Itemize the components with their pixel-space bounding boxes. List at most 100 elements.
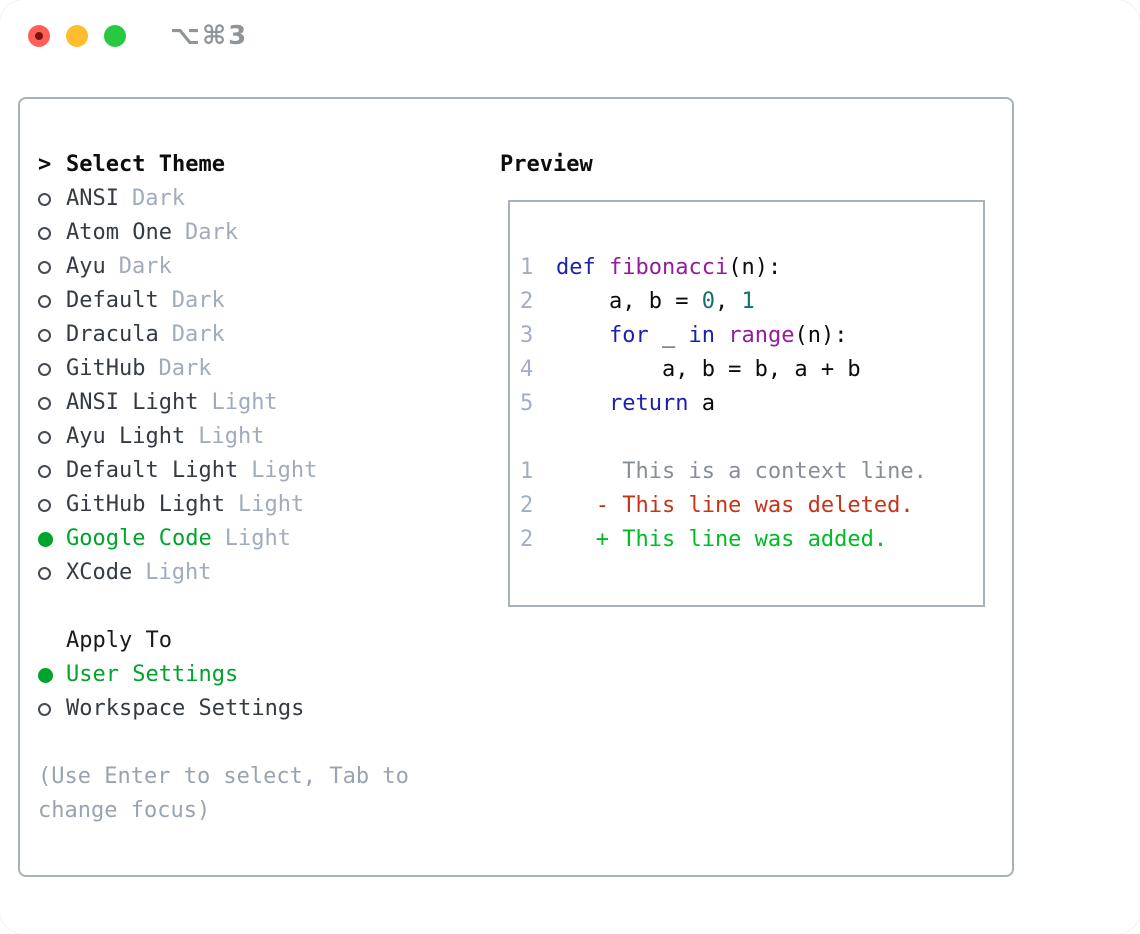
prompt-icon: > xyxy=(38,152,52,177)
code-line: 3 for _ in range(n): xyxy=(520,319,983,353)
theme-item-dracula[interactable]: Dracula Dark xyxy=(38,318,500,352)
radio-dot xyxy=(38,226,51,240)
item-variant: Dark xyxy=(184,220,238,245)
line-number: 4 xyxy=(520,357,534,382)
token-fn: range xyxy=(728,323,795,348)
token-pl: , xyxy=(714,289,742,314)
close-button[interactable] xyxy=(28,25,50,47)
item-label: Dracula xyxy=(66,322,159,347)
token-pl xyxy=(596,255,609,280)
diff-line-context: 1 This is a context line. xyxy=(520,455,983,489)
radio-dot xyxy=(38,294,51,308)
radio-dot xyxy=(38,192,51,206)
line-number: 3 xyxy=(520,323,534,348)
preview-title: Preview xyxy=(500,152,593,177)
radio-dot xyxy=(38,702,51,716)
code-line: 4 a, b = b, a + b xyxy=(520,353,983,387)
radio-unselected-icon xyxy=(38,260,66,274)
radio-dot xyxy=(38,260,51,274)
token-pl: _ xyxy=(648,323,689,348)
theme-item-github-light[interactable]: GitHub Light Light xyxy=(38,488,500,522)
token-ctx: This is a context line. xyxy=(556,459,927,484)
code-line: 5 return a xyxy=(520,387,983,421)
radio-dot xyxy=(38,396,51,410)
titlebar: ⌥⌘3 xyxy=(0,0,1140,97)
zoom-button[interactable] xyxy=(104,25,126,47)
diff-line-deleted: 2 - This line was deleted. xyxy=(520,489,983,523)
token-kw: def xyxy=(556,255,596,280)
radio-unselected-icon xyxy=(38,362,66,376)
theme-item-ansi-light[interactable]: ANSI Light Light xyxy=(38,386,500,420)
select-theme-header: > Select Theme xyxy=(38,148,500,182)
token-pl: a xyxy=(688,391,715,416)
item-label: GitHub Light xyxy=(66,492,225,517)
item-variant: Light xyxy=(237,492,305,517)
token-pl: a, b = b, a + b xyxy=(556,357,861,382)
token-del: - This line was deleted. xyxy=(556,493,914,518)
apply-option-user-settings[interactable]: User Settings xyxy=(38,658,500,692)
item-label: Default Light xyxy=(66,458,239,483)
line-number: 2 xyxy=(520,493,534,518)
preview-header: Preview xyxy=(500,148,1012,182)
spacer xyxy=(38,726,500,760)
radio-dot xyxy=(38,667,53,683)
theme-item-google-code[interactable]: Google Code Light xyxy=(38,522,500,556)
item-label: ANSI Light xyxy=(66,390,199,415)
document-edited-icon xyxy=(35,32,43,40)
radio-dot xyxy=(38,566,51,580)
radio-unselected-icon xyxy=(38,702,66,716)
line-number: 2 xyxy=(520,527,534,552)
item-label: Ayu Light xyxy=(66,424,186,449)
radio-dot xyxy=(38,362,51,376)
item-variant: Light xyxy=(145,560,212,585)
diff-line-added: 2 + This line was added. xyxy=(520,523,983,557)
token-kw: in xyxy=(688,323,715,348)
token-pl: a, b = xyxy=(556,289,702,314)
radio-unselected-icon xyxy=(38,430,66,444)
item-variant: Dark xyxy=(171,288,225,313)
theme-item-xcode[interactable]: XCode Light xyxy=(38,556,500,590)
token-lit: 0 xyxy=(701,289,715,314)
item-label: XCode xyxy=(66,560,133,585)
item-label: GitHub xyxy=(66,356,146,381)
item-label: Google Code xyxy=(66,526,212,551)
token-add: + This line was added. xyxy=(556,527,888,552)
apply-option-workspace-settings[interactable]: Workspace Settings xyxy=(38,692,500,726)
radio-unselected-icon xyxy=(38,498,66,512)
token-pl xyxy=(556,323,609,348)
radio-unselected-icon xyxy=(38,566,66,580)
token-fn: fibonacci xyxy=(609,255,729,280)
radio-unselected-icon xyxy=(38,328,66,342)
code-line: 2 a, b = 0, 1 xyxy=(520,285,983,319)
radio-unselected-icon xyxy=(38,464,66,478)
item-label: Workspace Settings xyxy=(66,696,305,721)
radio-dot xyxy=(38,430,51,444)
minimize-button[interactable] xyxy=(66,25,88,47)
radio-unselected-icon xyxy=(38,396,66,410)
radio-unselected-icon xyxy=(38,294,66,308)
token-kw: return xyxy=(608,391,689,416)
item-variant: Light xyxy=(211,390,278,415)
token-kw: for xyxy=(608,323,649,348)
token-lit: 1 xyxy=(741,289,755,314)
item-variant: Dark xyxy=(171,322,225,347)
item-variant: Dark xyxy=(131,186,185,211)
radio-unselected-icon xyxy=(38,226,66,240)
item-label: User Settings xyxy=(66,662,239,687)
token-pl xyxy=(556,391,609,416)
item-variant: Light xyxy=(224,526,291,551)
traffic-lights xyxy=(28,25,126,47)
